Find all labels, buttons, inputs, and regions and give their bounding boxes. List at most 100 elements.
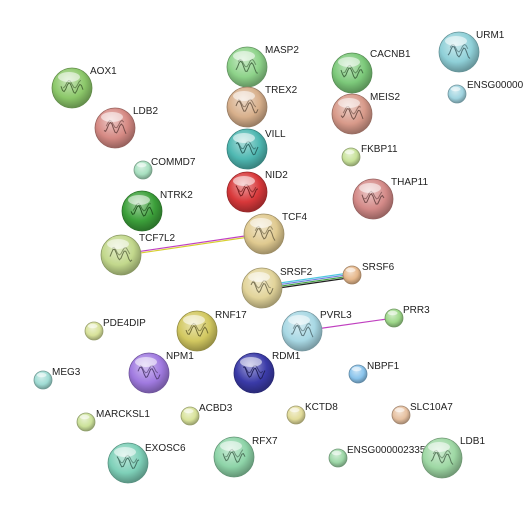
protein-structure-icon bbox=[225, 448, 244, 458]
node-label: MASP2 bbox=[265, 45, 299, 56]
node-npm1[interactable]: NPM1 bbox=[128, 351, 194, 394]
protein-structure-icon bbox=[364, 190, 383, 200]
protein-structure-icon bbox=[60, 81, 84, 95]
node-label: EXOSC6 bbox=[145, 443, 186, 454]
node-highlight bbox=[289, 407, 300, 413]
node-label: NID2 bbox=[265, 170, 288, 181]
node-label: ENSG00000233564 bbox=[347, 445, 437, 456]
node-urm1[interactable]: URM1 bbox=[438, 30, 505, 73]
node-label: RFX7 bbox=[252, 436, 278, 447]
node-vill[interactable]: VILL bbox=[226, 128, 286, 170]
node-ldb2[interactable]: LDB2 bbox=[94, 106, 158, 149]
protein-structure-icon bbox=[290, 324, 314, 338]
node-pde4dip[interactable]: PDE4DIP bbox=[84, 318, 146, 341]
node-highlight bbox=[248, 272, 270, 282]
protein-structure-icon bbox=[185, 324, 209, 337]
node-label: URM1 bbox=[476, 30, 505, 41]
node-label: NPM1 bbox=[166, 351, 194, 362]
node-highlight bbox=[107, 239, 129, 249]
node-label: PRR3 bbox=[403, 305, 430, 316]
protein-structure-icon bbox=[137, 366, 161, 380]
node-ensg00000[interactable]: ENSG00000 bbox=[447, 80, 524, 104]
node-highlight bbox=[136, 162, 147, 168]
node-rdm1[interactable]: RDM1 bbox=[233, 351, 301, 394]
node-label: LDB2 bbox=[133, 106, 158, 117]
node-label: VILL bbox=[265, 129, 286, 140]
node-label: PVRL3 bbox=[320, 310, 352, 321]
node-highlight bbox=[183, 315, 205, 325]
node-marcksl1[interactable]: MARCKSL1 bbox=[76, 409, 150, 432]
node-highlight bbox=[428, 442, 450, 452]
node-highlight bbox=[344, 149, 355, 155]
node-meg3[interactable]: MEG3 bbox=[33, 367, 81, 390]
node-highlight bbox=[128, 195, 150, 205]
node-label: FKBP11 bbox=[361, 144, 398, 155]
node-highlight bbox=[445, 36, 467, 46]
node-nbpf1[interactable]: NBPF1 bbox=[348, 361, 400, 384]
node-label: MEIS2 bbox=[370, 92, 400, 103]
node-rnf17[interactable]: RNF17 bbox=[176, 310, 247, 352]
node-highlight bbox=[250, 218, 272, 228]
node-highlight bbox=[220, 441, 242, 451]
protein-structure-icon bbox=[62, 79, 82, 89]
node-highlight bbox=[233, 91, 255, 101]
node-tcf4[interactable]: TCF4 bbox=[243, 212, 307, 255]
node-masp2[interactable]: MASP2 bbox=[226, 45, 299, 88]
node-rfx7[interactable]: RFX7 bbox=[213, 436, 278, 478]
node-highlight bbox=[450, 86, 461, 92]
protein-structure-icon bbox=[340, 108, 364, 120]
node-pvrl3[interactable]: PVRL3 bbox=[281, 310, 352, 352]
node-srsf2[interactable]: SRSF2 bbox=[241, 267, 313, 309]
node-tcf7l2[interactable]: TCF7L2 bbox=[100, 233, 176, 276]
node-ntrk2[interactable]: NTRK2 bbox=[121, 190, 193, 232]
protein-structure-icon bbox=[132, 202, 151, 212]
protein-structure-icon bbox=[447, 45, 471, 59]
node-acbd3[interactable]: ACBD3 bbox=[180, 403, 233, 426]
node-label: LDB1 bbox=[460, 436, 485, 447]
node-label: ACBD3 bbox=[199, 403, 233, 414]
node-label: TCF4 bbox=[282, 212, 307, 223]
node-ldb1[interactable]: LDB1 bbox=[421, 436, 485, 479]
protein-structure-icon bbox=[235, 100, 259, 114]
protein-structure-icon bbox=[111, 246, 131, 256]
node-highlight bbox=[135, 357, 157, 367]
protein-structure-icon bbox=[109, 248, 133, 263]
node-highlight bbox=[331, 450, 342, 456]
node-kctd8[interactable]: KCTD8 bbox=[286, 402, 338, 425]
node-highlight bbox=[79, 414, 90, 420]
protein-structure-icon bbox=[103, 121, 127, 134]
node-highlight bbox=[351, 366, 362, 372]
node-label: SRSF2 bbox=[280, 267, 313, 278]
node-label: SRSF6 bbox=[362, 262, 395, 273]
node-label: AOX1 bbox=[90, 66, 117, 77]
node-label: NTRK2 bbox=[160, 190, 193, 201]
protein-structure-icon bbox=[130, 205, 154, 217]
edge-TCF7L2-TCF4[interactable] bbox=[120, 232, 265, 257]
node-label: THAP11 bbox=[391, 177, 428, 188]
node-aox1[interactable]: AOX1 bbox=[51, 66, 117, 109]
node-srsf6[interactable]: SRSF6 bbox=[342, 262, 395, 285]
node-nid2[interactable]: NID2 bbox=[226, 170, 288, 213]
node-highlight bbox=[87, 323, 98, 329]
node-highlight bbox=[387, 310, 398, 316]
node-label: MARCKSL1 bbox=[96, 409, 150, 420]
node-fkbp11[interactable]: FKBP11 bbox=[341, 144, 398, 167]
node-exosc6[interactable]: EXOSC6 bbox=[107, 442, 186, 484]
node-commd7[interactable]: COMMD7 bbox=[133, 157, 196, 180]
node-highlight bbox=[338, 98, 360, 108]
node-thap11[interactable]: THAP11 bbox=[352, 177, 428, 220]
protein-structure-icon bbox=[235, 142, 259, 156]
node-label: CACNB1 bbox=[370, 49, 411, 60]
node-ensg00000233564[interactable]: ENSG00000233564 bbox=[328, 445, 437, 468]
protein-structure-icon bbox=[235, 185, 259, 199]
protein-structure-icon bbox=[242, 366, 266, 380]
node-highlight bbox=[345, 267, 356, 273]
protein-structure-icon bbox=[340, 67, 364, 80]
node-cacnb1[interactable]: CACNB1 bbox=[331, 49, 411, 94]
node-label: PDE4DIP bbox=[103, 318, 146, 329]
node-prr3[interactable]: PRR3 bbox=[384, 305, 430, 328]
node-trex2[interactable]: TREX2 bbox=[226, 85, 298, 128]
node-meis2[interactable]: MEIS2 bbox=[331, 92, 400, 135]
protein-structure-icon bbox=[222, 451, 246, 463]
node-slc10a7[interactable]: SLC10A7 bbox=[391, 402, 453, 425]
